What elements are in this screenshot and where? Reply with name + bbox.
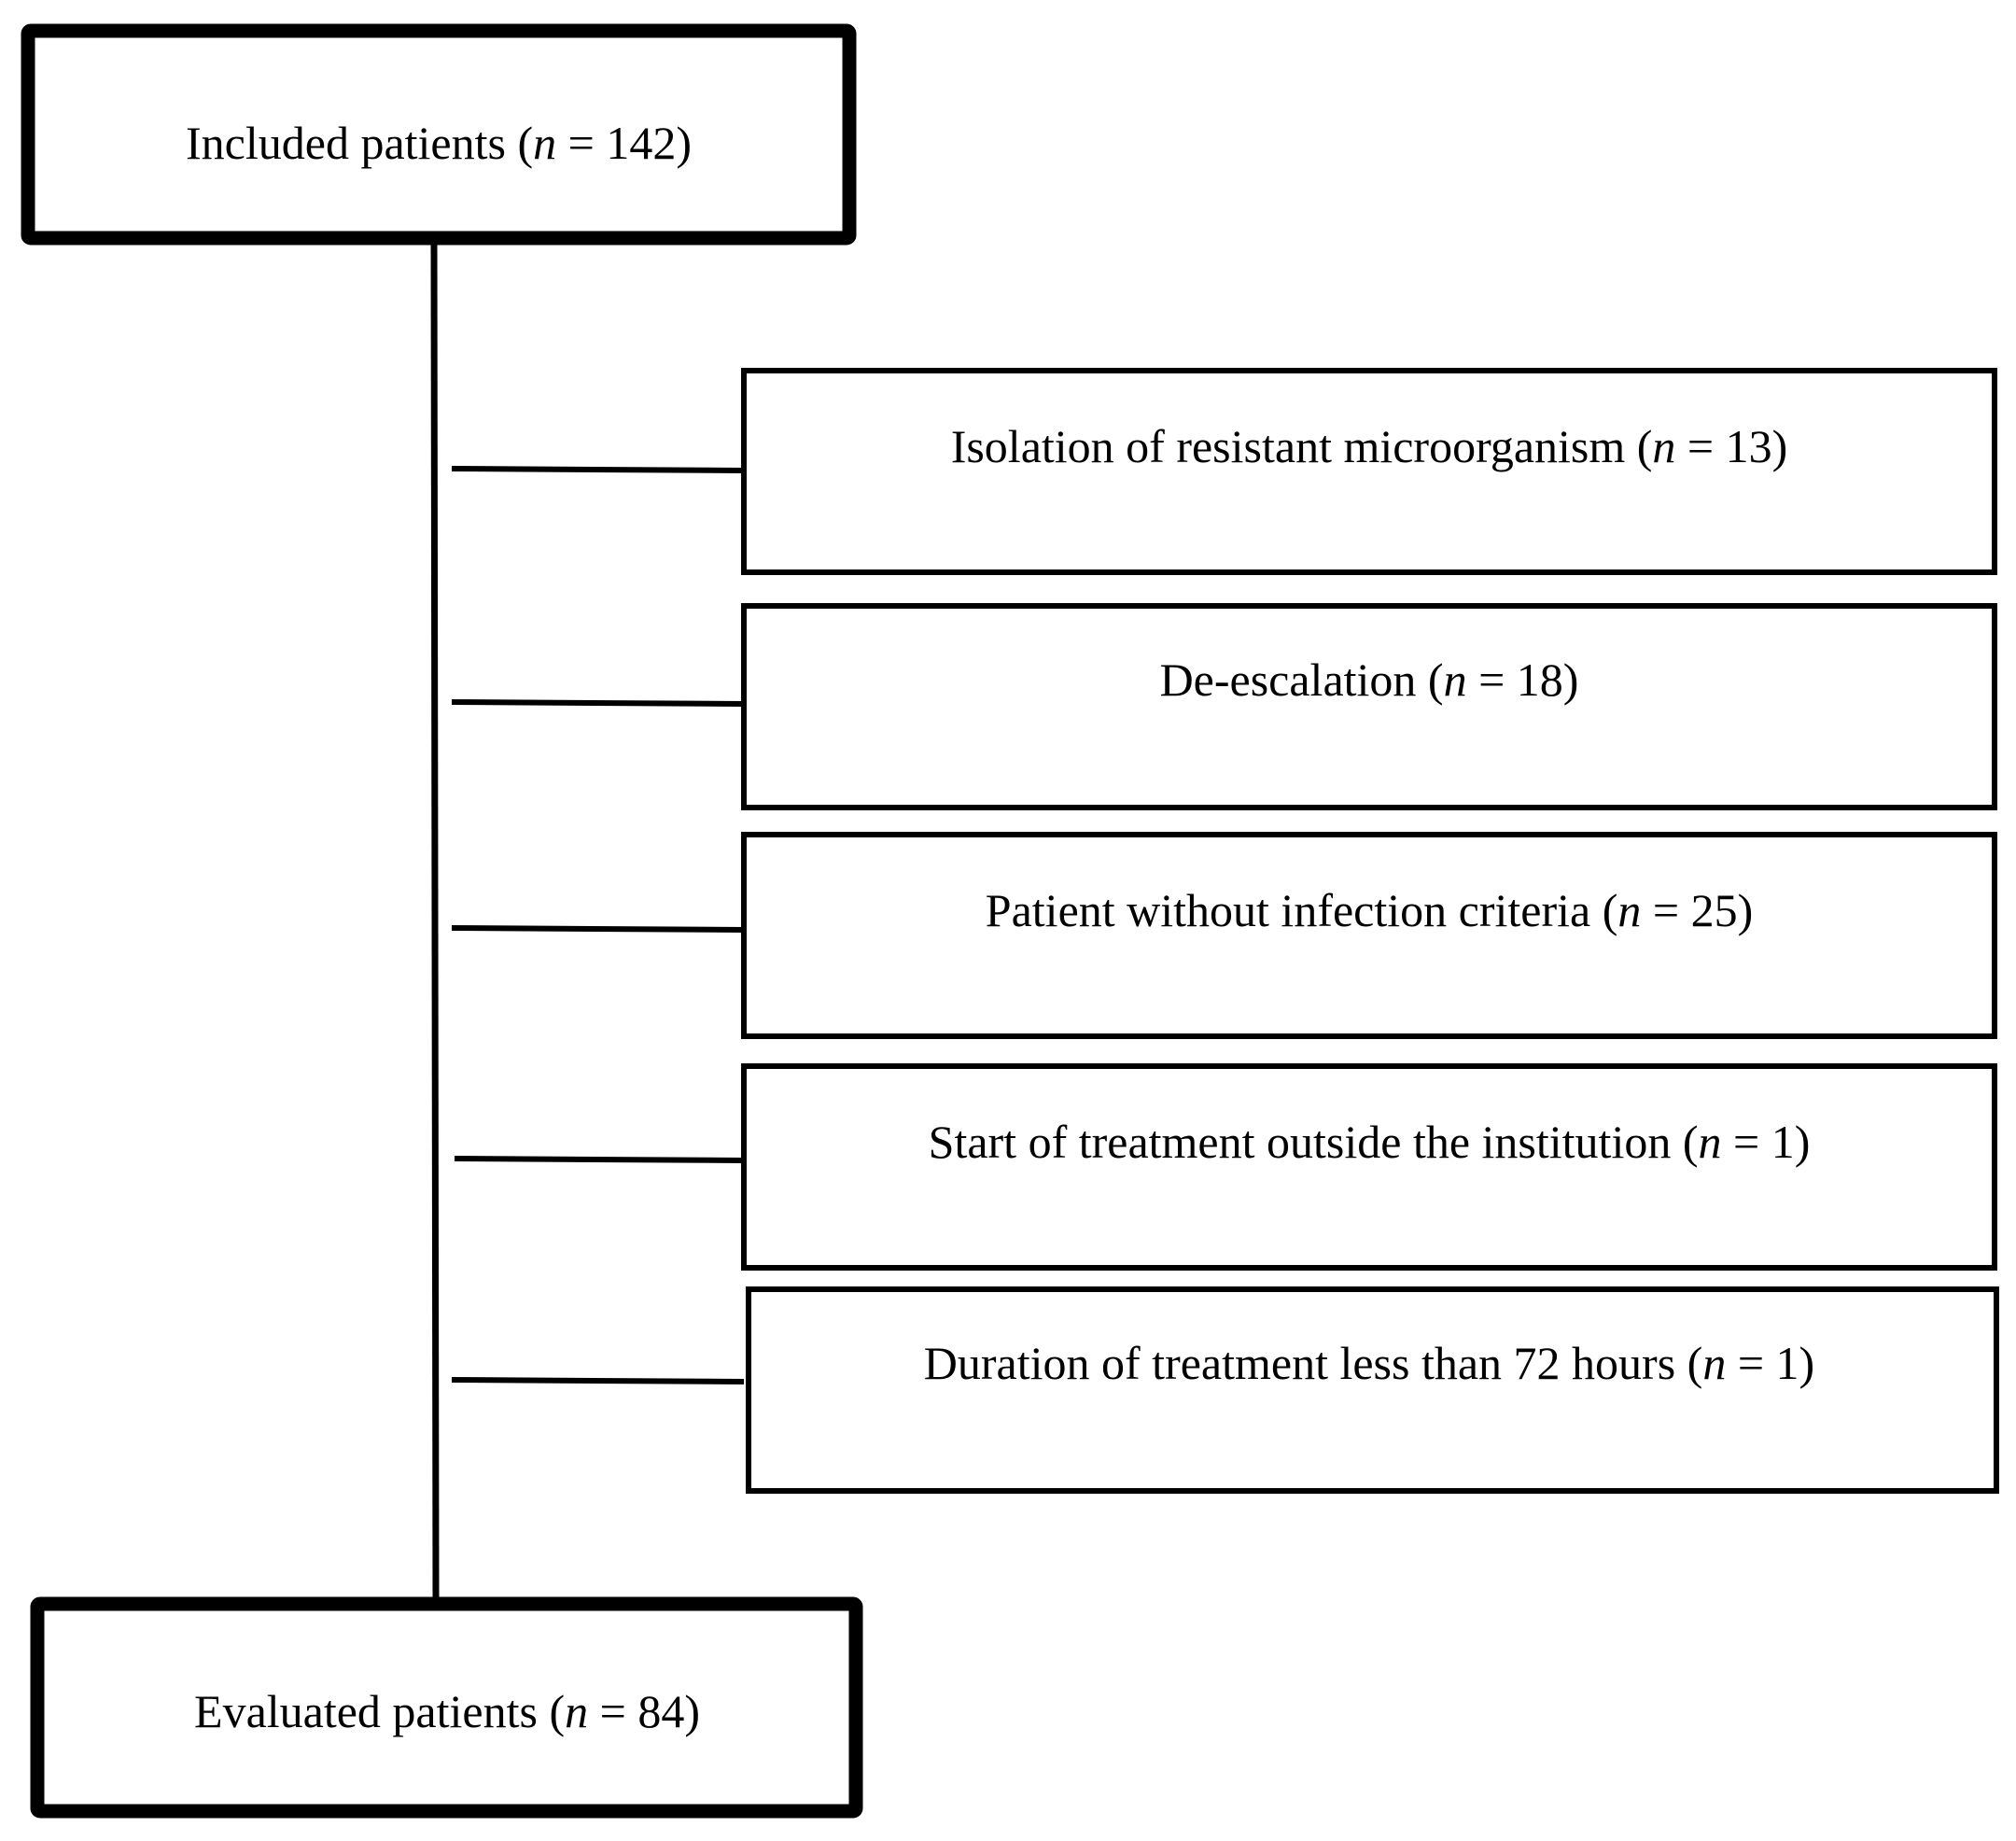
connector-line [451, 925, 745, 933]
exclusion-box: Patient without infection criteria (n = … [451, 832, 1997, 1039]
evaluated-patients-box: Evaluated patients (n = 84) [30, 1596, 863, 1819]
exclusion-label: Patient without infection criteria (n = … [986, 884, 1753, 936]
exclusion-box: Duration of treatment less than 72 hours… [451, 1286, 1999, 1494]
exclusion-label: De-escalation (n = 18) [1160, 653, 1579, 706]
exclusion-label: Start of treatment outside the instituti… [929, 1116, 1811, 1168]
exclusion-box: De-escalation (n = 18) [451, 603, 1997, 810]
exclusion-label: Isolation of resistant microorganism (n … [951, 420, 1788, 472]
connector-line [454, 1156, 745, 1163]
included-patients-label: Included patients (n = 142) [186, 117, 692, 169]
connector-line [451, 466, 745, 473]
connector-line [451, 699, 745, 707]
exclusion-label: Duration of treatment less than 72 hours… [924, 1337, 1814, 1389]
included-patients-box: Included patients (n = 142) [21, 23, 857, 246]
main-trunk-line [430, 240, 440, 1599]
connector-line [451, 1377, 745, 1384]
exclusion-box: Isolation of resistant microorganism (n … [451, 368, 1997, 575]
evaluated-patients-label: Evaluated patients (n = 84) [194, 1685, 700, 1737]
exclusion-box: Start of treatment outside the instituti… [454, 1063, 1997, 1271]
